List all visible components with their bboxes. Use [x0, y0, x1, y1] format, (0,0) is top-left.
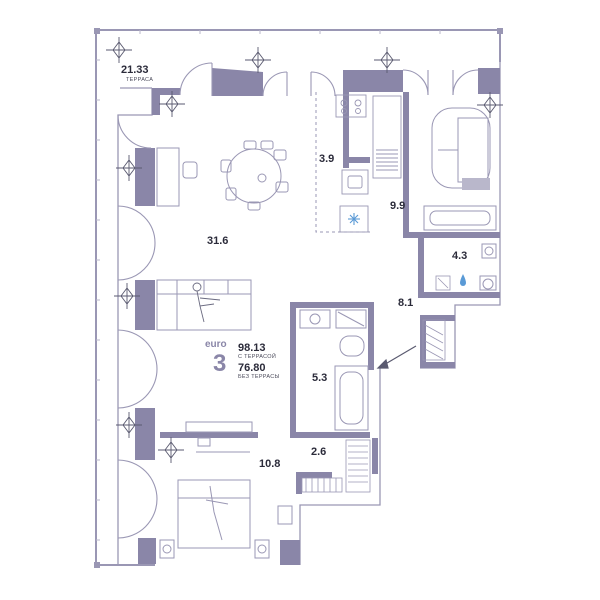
door-arcs — [117, 62, 479, 539]
apartment-outline — [117, 62, 501, 565]
second-bath-fixtures — [299, 309, 369, 431]
terrace-ticks — [96, 30, 441, 541]
toilet-icon — [479, 243, 497, 291]
desk — [156, 147, 198, 207]
bed-second-icon — [159, 479, 293, 559]
person-figure — [192, 282, 221, 323]
layout-type: euro — [205, 339, 227, 350]
kitchen-area: 3.9 — [319, 153, 335, 165]
with-terrace-label: С ТЕРРАСОЙ — [238, 354, 277, 360]
arrow-icon — [376, 345, 417, 369]
total-with-terrace: 98.13 — [238, 342, 266, 354]
bath-second-area: 5.3 — [312, 372, 328, 384]
terrace-posts — [94, 28, 503, 568]
tv-console — [185, 421, 253, 453]
wardrobe-area: 2.6 — [311, 446, 327, 458]
sofa-icon — [156, 279, 252, 331]
shower-tray — [435, 275, 451, 291]
bedroom-master-area: 9.9 — [390, 200, 406, 212]
living-area: 31.6 — [207, 235, 229, 247]
nightstand — [462, 178, 490, 190]
water-drop-icon — [460, 274, 466, 286]
dining-table-icon — [220, 140, 289, 211]
kitchen-fixtures — [335, 94, 369, 233]
hall-radiator — [422, 319, 446, 361]
plant-icon — [106, 37, 503, 463]
bed-icon — [431, 107, 491, 189]
terrace-area: 21.33 — [121, 64, 149, 76]
walls — [135, 68, 500, 565]
room-count: 3 — [213, 350, 227, 377]
hall-area: 8.1 — [398, 297, 414, 309]
bathtub-icon — [423, 205, 497, 231]
without-terrace-label: БЕЗ ТЕРРАСЫ — [238, 374, 280, 380]
terrace-label: ТЕРРАСА — [126, 77, 154, 83]
bedroom-second-area: 10.8 — [259, 458, 281, 470]
wardrobe-second — [301, 439, 371, 493]
wardrobe-master — [372, 95, 402, 179]
bath-master-area: 4.3 — [452, 250, 468, 262]
snowflake-icon — [348, 213, 360, 225]
door-leaves — [211, 63, 454, 96]
total-without-terrace: 76.80 — [238, 362, 266, 374]
